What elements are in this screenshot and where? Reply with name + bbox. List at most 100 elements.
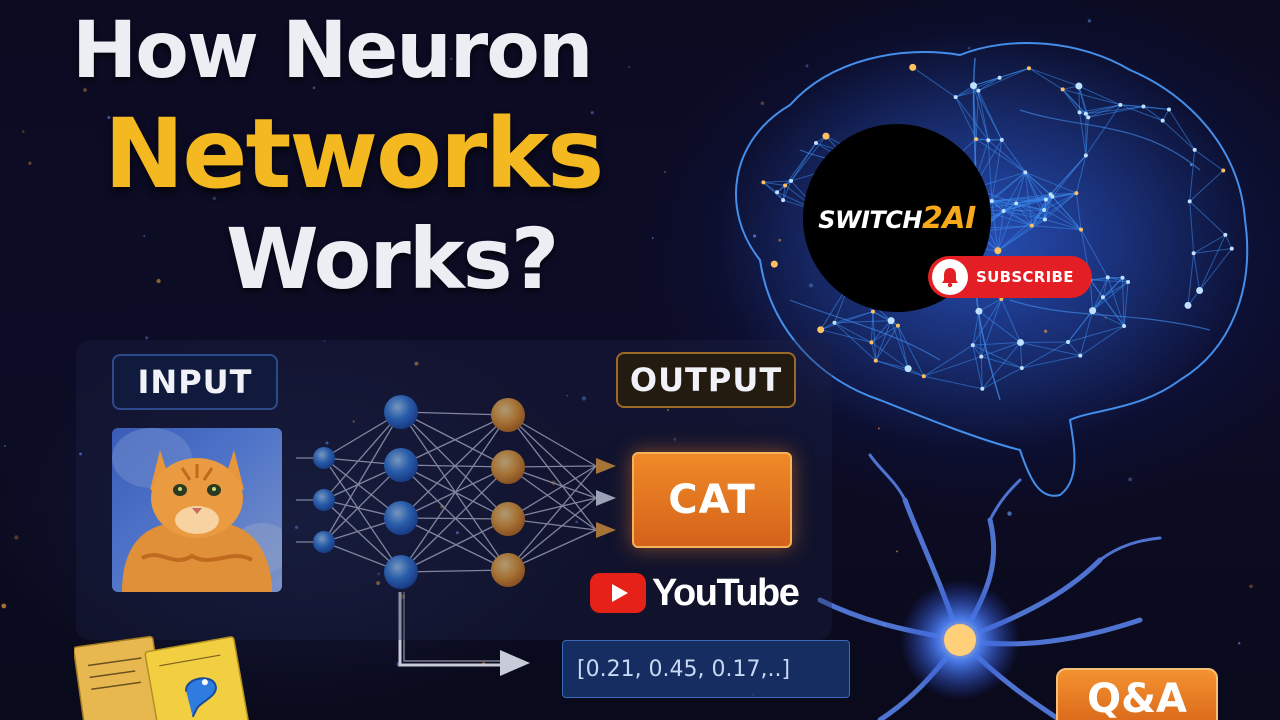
sparkle [805, 64, 809, 68]
brain-link [1024, 171, 1051, 195]
brain-node [1118, 102, 1123, 107]
brain-node [997, 75, 1002, 80]
brain-link [1079, 310, 1094, 356]
brain-node [980, 386, 985, 391]
brain-link [1085, 117, 1089, 156]
sparkle [312, 86, 316, 90]
brain-node [817, 326, 825, 334]
output-edge [507, 414, 597, 499]
brain-node [870, 309, 875, 314]
brain-link [871, 341, 909, 370]
brain-link [1075, 155, 1087, 194]
brain-link [1120, 104, 1163, 122]
sparkle [760, 101, 765, 106]
brain-link [1003, 210, 1033, 227]
brain-link [972, 311, 980, 346]
brain-link [972, 298, 1002, 346]
network-nodes [313, 395, 525, 589]
network-edge [400, 414, 509, 573]
brain-link [973, 85, 989, 141]
brain-link [980, 356, 983, 389]
sparkle [590, 111, 594, 115]
brain-link [978, 67, 1030, 92]
brain-node [1043, 197, 1048, 202]
brain-link [1003, 202, 1017, 212]
brain-link [912, 66, 956, 98]
cat-image [112, 428, 282, 592]
brain-link [875, 360, 924, 377]
brain-link [1085, 104, 1121, 156]
brain-link [1194, 149, 1224, 171]
brain-link [1090, 276, 1108, 281]
brain-link [1193, 253, 1201, 291]
network-edge [400, 414, 509, 519]
brain-node [887, 317, 895, 325]
brain-link [1168, 109, 1196, 151]
brain-node [975, 307, 983, 315]
brain-link [1043, 209, 1082, 231]
brain-node [775, 190, 780, 195]
network-edge [400, 569, 509, 573]
brain-node [979, 354, 984, 359]
qa-button[interactable]: Q&A [1056, 668, 1218, 720]
brain-node [1078, 353, 1083, 358]
subscribe-button[interactable]: SUBSCRIBE [928, 256, 1092, 298]
network-edge [400, 464, 509, 571]
brain-node [1066, 340, 1071, 345]
output-edge [507, 466, 597, 531]
brain-link [1085, 105, 1144, 115]
brain-node [953, 95, 958, 100]
brain-link [790, 135, 827, 182]
sparkle [14, 535, 19, 540]
network-edge [400, 517, 509, 520]
network-edge [400, 414, 509, 466]
brain-link [1102, 277, 1123, 298]
brain-link [981, 356, 1022, 369]
brain-node [1019, 366, 1024, 371]
sparkle [666, 408, 670, 412]
sparkle [3, 445, 6, 448]
title-line-1: How Neuron [72, 6, 593, 96]
brain-link [1044, 194, 1052, 220]
youtube-wordmark: YouTube [652, 571, 800, 614]
sparkle [581, 396, 587, 401]
brain-node [1083, 111, 1088, 116]
sparkle [752, 234, 757, 238]
sparkle [1249, 584, 1253, 589]
brain-link [1001, 139, 1026, 173]
youtube-logo[interactable]: YouTube [590, 570, 800, 616]
brain-node [1029, 223, 1034, 228]
sparkle [107, 115, 111, 120]
brain-link [975, 90, 979, 140]
brain-node [783, 183, 788, 188]
brain-node [1042, 217, 1047, 222]
sparkle [295, 525, 299, 529]
brain-link [1003, 209, 1045, 212]
brain-link [834, 320, 892, 324]
brain-node [770, 260, 778, 268]
brain-link [1020, 341, 1081, 357]
brain-link [1080, 229, 1109, 278]
brain-link [955, 90, 979, 98]
brain-node [1001, 208, 1006, 213]
brain-link [1050, 192, 1077, 195]
brain-link [978, 310, 1021, 343]
brain-link [1062, 89, 1089, 118]
logo-suffix: AI [942, 200, 976, 236]
output-node [491, 450, 525, 484]
input-node [313, 531, 335, 553]
brain-link [1062, 88, 1121, 106]
brain-link [923, 375, 983, 390]
brain-link [1044, 219, 1082, 231]
bell-icon [932, 259, 968, 295]
input-label: INPUT [112, 354, 278, 410]
notebooks-illustration [72, 628, 274, 720]
brain-link [977, 90, 989, 141]
brain-link [1199, 234, 1226, 291]
sparkle [651, 237, 654, 239]
brain-node [1048, 192, 1053, 197]
brain-node [1100, 295, 1105, 300]
sparkle [1189, 163, 1193, 167]
sparkle [284, 279, 287, 282]
brain-node [1083, 153, 1088, 158]
